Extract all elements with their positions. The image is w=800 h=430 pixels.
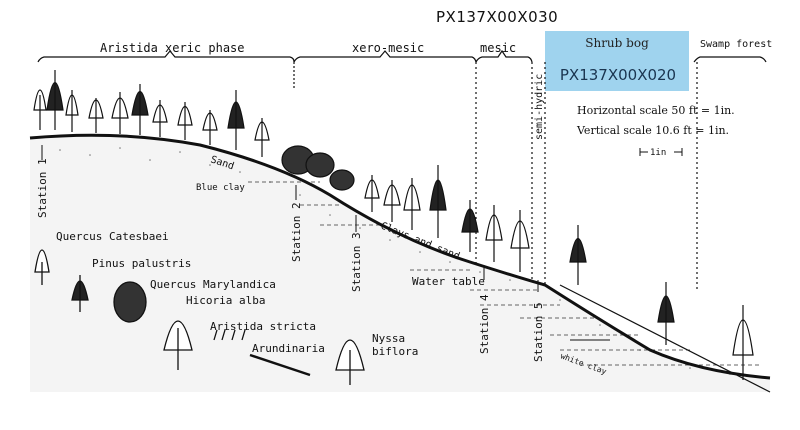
legend-nyssa: Nyssa — [372, 332, 405, 345]
legend-quercus-marylandica: Quercus Marylandica — [150, 278, 276, 291]
legend-aristida-stricta: Aristida stricta — [210, 320, 316, 333]
ground-surface-line — [29, 133, 771, 380]
legend-pinus-palustris: Pinus palustris — [92, 257, 191, 270]
station-ticks — [41, 145, 539, 292]
station-2-label: Station 2 — [290, 202, 303, 262]
legend-quercus-marylandica-symbol — [113, 281, 147, 323]
zone-label-swampforest: Swamp forest — [700, 39, 772, 50]
zone-label-xeromesic: xero-mesic — [352, 41, 424, 55]
shrub-bog-highlight — [545, 31, 689, 91]
legend-hicoria-alba: Hicoria alba — [186, 294, 265, 307]
top-code-label: PX137X00X030 — [436, 8, 559, 26]
shrub-bog-label: Shrub bog — [585, 36, 649, 50]
zone-label-aristida: Aristida xeric phase — [100, 41, 245, 55]
legend-arundinaria-symbol — [249, 353, 311, 377]
zone-brackets — [37, 49, 767, 290]
profile-vegetation — [33, 70, 754, 380]
subsurface-strata — [248, 181, 760, 366]
label-blue-clay: Blue clay — [196, 183, 245, 193]
vertical-scale-text: Vertical scale 10.6 ft = 1in. — [576, 124, 729, 137]
horizontal-scale-text: Horizontal scale 50 ft = 1in. — [577, 104, 735, 117]
legend-pinus-symbol — [71, 275, 89, 312]
zone-label-semihydric: semi-hydric — [534, 74, 545, 140]
legend-symbols — [34, 249, 365, 385]
zone-label-mesic: mesic — [480, 41, 516, 55]
station-3-label: Station 3 — [350, 232, 363, 292]
legend-nyssa-symbol — [335, 339, 365, 385]
station-1-label: Station 1 — [36, 158, 49, 218]
highlight-code-label: PX137X00X020 — [559, 66, 677, 84]
label-water-table: Water table — [412, 275, 485, 288]
station-4-label: Station 4 — [478, 294, 491, 354]
scale-bar-label: 1in — [650, 148, 666, 158]
station-5-label: Station 5 — [532, 302, 545, 362]
legend-hicoria-symbol — [163, 320, 193, 370]
water-table-line — [559, 284, 771, 393]
legend-quercus-catesbaei: Quercus Catesbaei — [56, 230, 169, 243]
legend-arundinaria: Arundinaria — [252, 342, 325, 355]
legend-biflora: biflora — [372, 345, 418, 358]
legend-aristida-symbol — [213, 329, 246, 341]
legend-quercus-catesbaei-symbol — [34, 249, 50, 285]
soil-profile — [30, 135, 770, 392]
scale-bar — [639, 148, 683, 156]
